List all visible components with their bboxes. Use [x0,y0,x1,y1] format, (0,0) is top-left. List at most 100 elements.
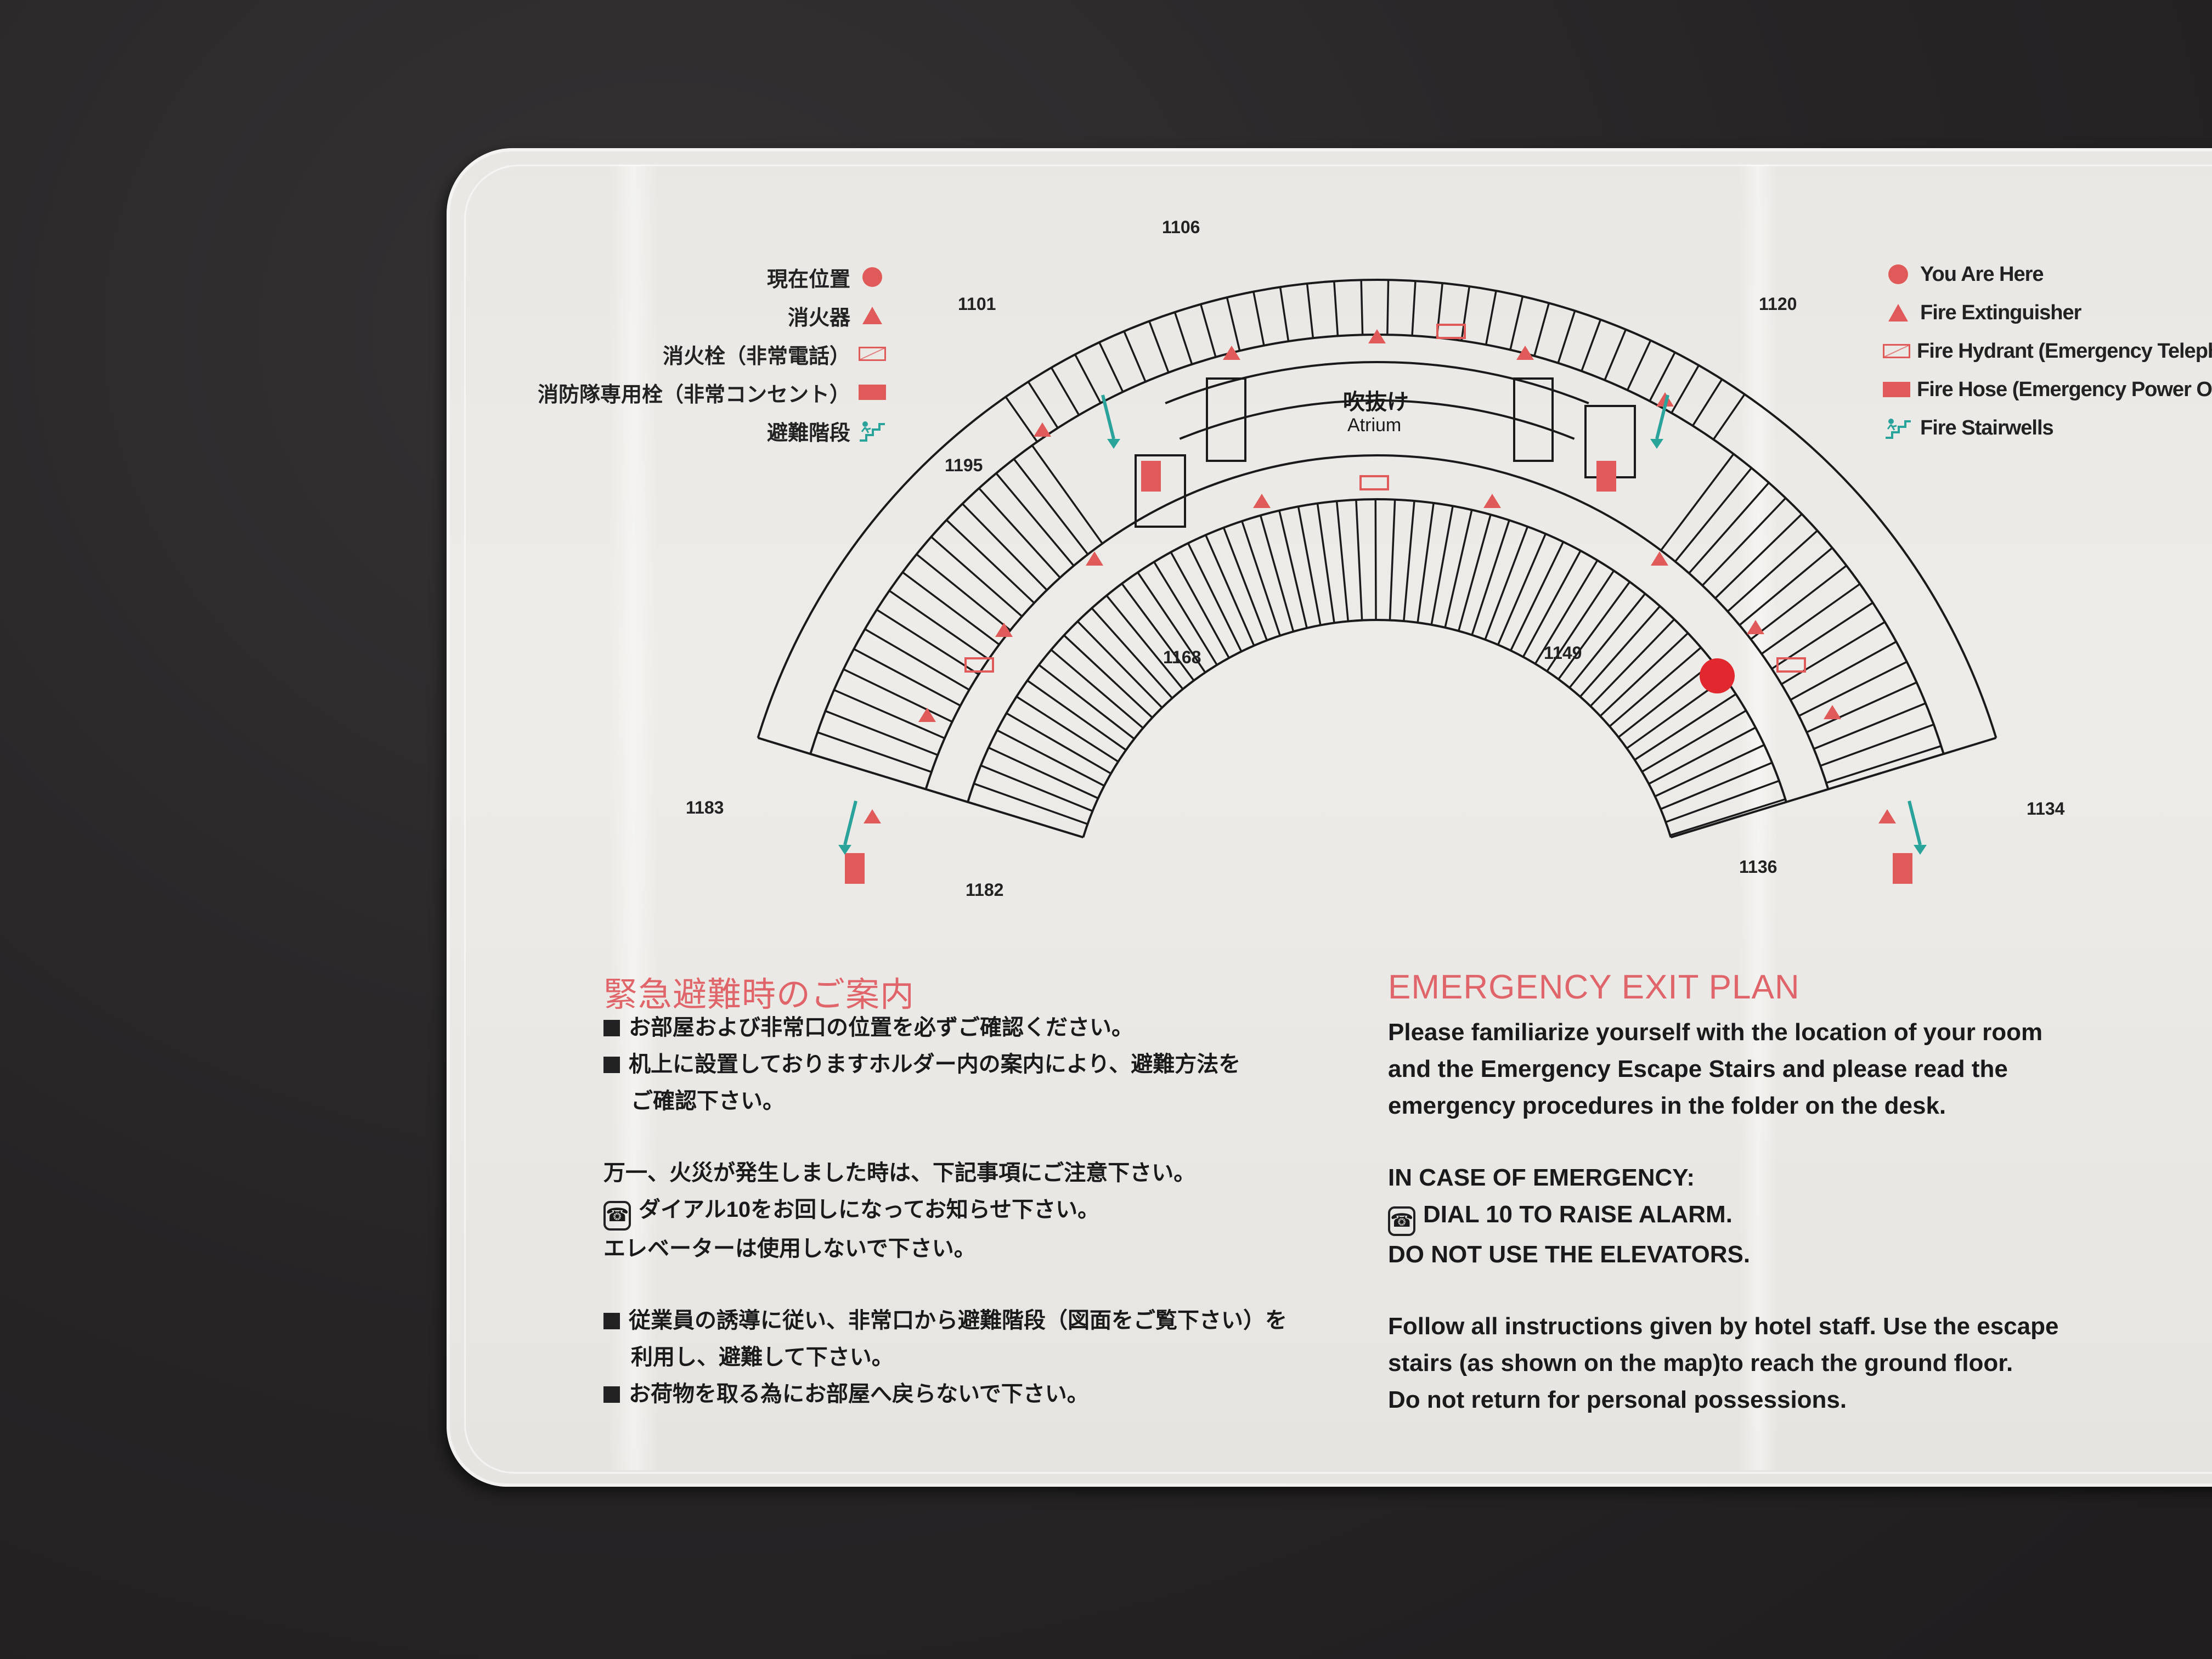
room-number-label: 1149 [1544,643,1582,663]
guest-room-divider [1609,647,1702,727]
evacuation-arrow [843,800,857,845]
guest-room-divider [1355,499,1363,620]
legend-row-you-are-here: 現在位置 [527,258,894,296]
guest-room-divider [1403,500,1415,622]
fire-extinguisher-icon [1253,494,1271,508]
guest-room-divider [1091,607,1173,699]
room-number-label: 1136 [1739,857,1778,877]
fire-extinguisher-icon [857,303,888,328]
guest-room-divider [978,487,1061,579]
guest-room-divider [1389,499,1396,620]
jp-text-line: お荷物を取る為にお部屋へ戻らないで下さい。 [629,1382,1089,1406]
guest-room-divider [1626,340,1652,391]
guest-room-divider [876,608,979,675]
en-section-title: EMERGENCY EXIT PLAN [1388,968,1800,1006]
guest-room-divider [1568,593,1646,689]
guest-room-divider [1533,302,1550,357]
guest-room-divider [1417,503,1435,623]
guest-room-divider [1790,641,1897,701]
jp-text-line: 利用し、避難して下さい。 [631,1345,894,1369]
guest-room-divider [1826,745,1942,784]
guest-room-divider [1278,510,1308,629]
evacuation-arrow-head [1650,439,1663,449]
guest-room-divider [1712,393,1746,441]
guest-room-divider [1105,595,1184,690]
en-text-line: and the Emergency Escape Stairs and plea… [1388,1056,2008,1082]
guest-room-divider [889,590,990,661]
guest-room-divider [1027,381,1059,429]
guest-room-divider [1534,560,1599,664]
legend-japanese: 現在位置 消火器 消火栓（非常電話） 消防隊専用栓（非常コンセント） 避難階段 [527,258,894,450]
emergency-sign-plate [447,148,2212,1487]
guest-room-divider [833,689,945,740]
evacuation-arrow-head [1914,845,1927,855]
guest-room-divider [995,472,1075,567]
fire-extinguisher-icon [1878,809,1896,823]
fire-extinguisher-icon [864,809,881,823]
guest-room-divider [1660,453,1735,551]
fire-extinguisher-icon [1747,620,1764,634]
en-text-line: IN CASE OF EMERGENCY: [1388,1164,1695,1191]
atrium-label-jp: 吹抜け [1343,390,1409,414]
evacuation-arrow [1101,394,1115,439]
legend-label: You Are Here [1920,262,2044,286]
legend-row-fire-extinguisher: 消火器 [527,296,894,335]
guest-room-divider [1038,664,1135,740]
jp-text-line: ご確認下さい。 [631,1089,785,1113]
legend-row-fire-stairwells: Fire Stairwells [1876,409,2212,447]
guest-room-divider [1411,280,1417,336]
guest-room-divider [973,782,1088,825]
guest-room-divider [1579,605,1661,698]
guest-room-divider [1581,319,1602,372]
fire-extinguisher-icon [1651,551,1668,566]
guest-room-divider [1617,662,1714,738]
fire-hose-icon [1883,377,1910,402]
guest-room-divider [1444,509,1473,628]
guest-room-divider [843,668,953,723]
legend-row-fire-extinguisher: Fire Extinguisher [1876,294,2212,332]
guest-room-divider [853,648,961,707]
telephone-icon: ☎ [1388,1206,1415,1236]
guest-room-divider [810,753,927,791]
guest-room-divider [1297,506,1322,625]
guest-room-divider [996,729,1105,787]
guest-room-divider [1306,283,1314,338]
guest-room-divider [1781,621,1886,685]
guest-room-divider [1098,342,1124,393]
guest-room-divider [817,731,932,773]
atrium-wall [1165,361,1589,404]
fire-hose-icon [1893,853,1912,884]
legend-label: 消火器 [787,306,850,330]
en-text-line: DO NOT USE THE ELEVATORS. [1388,1241,1751,1268]
guest-room-divider [1137,572,1206,673]
guest-room-divider [1688,482,1770,574]
fire-extinguisher-icon [1223,346,1240,360]
guest-room-divider [1077,620,1163,709]
legend-label: Fire Hose (Emergency Power Outle [1917,377,2212,401]
guest-room-divider [1279,287,1290,342]
fire-hose-icon [1141,461,1161,492]
guest-room-divider [930,536,1023,617]
guest-room-divider [1648,726,1756,785]
guest-room-divider [1050,649,1144,729]
guest-room-divider [916,553,1011,631]
room-number-label: 1120 [1759,294,1797,314]
corridor-wall [967,498,1787,803]
en-text-line: Please familiarize yourself with the loc… [1388,1019,2043,1046]
guest-room-divider [1750,565,1847,640]
room-number-label: 1182 [966,880,1004,900]
fire-extinguisher-icon [1483,494,1501,508]
glare-reflection [1739,165,1778,1470]
fire-hose-icon [845,853,865,884]
room-number-label: 1168 [1163,647,1201,667]
guest-room-divider [1360,280,1364,335]
evacuation-arrow-head [838,845,851,855]
guest-room-divider [1558,581,1631,680]
guest-room-divider [1458,514,1492,631]
legend-label: 消火栓（非常電話） [662,345,850,368]
fire-extinguisher-icon [918,708,936,722]
bullet-icon [603,1057,620,1073]
legend-english: You Are Here Fire Extinguisher Fire Hydr… [1876,255,2212,447]
guest-room-divider [1050,367,1080,416]
guest-room-divider [1485,290,1497,345]
